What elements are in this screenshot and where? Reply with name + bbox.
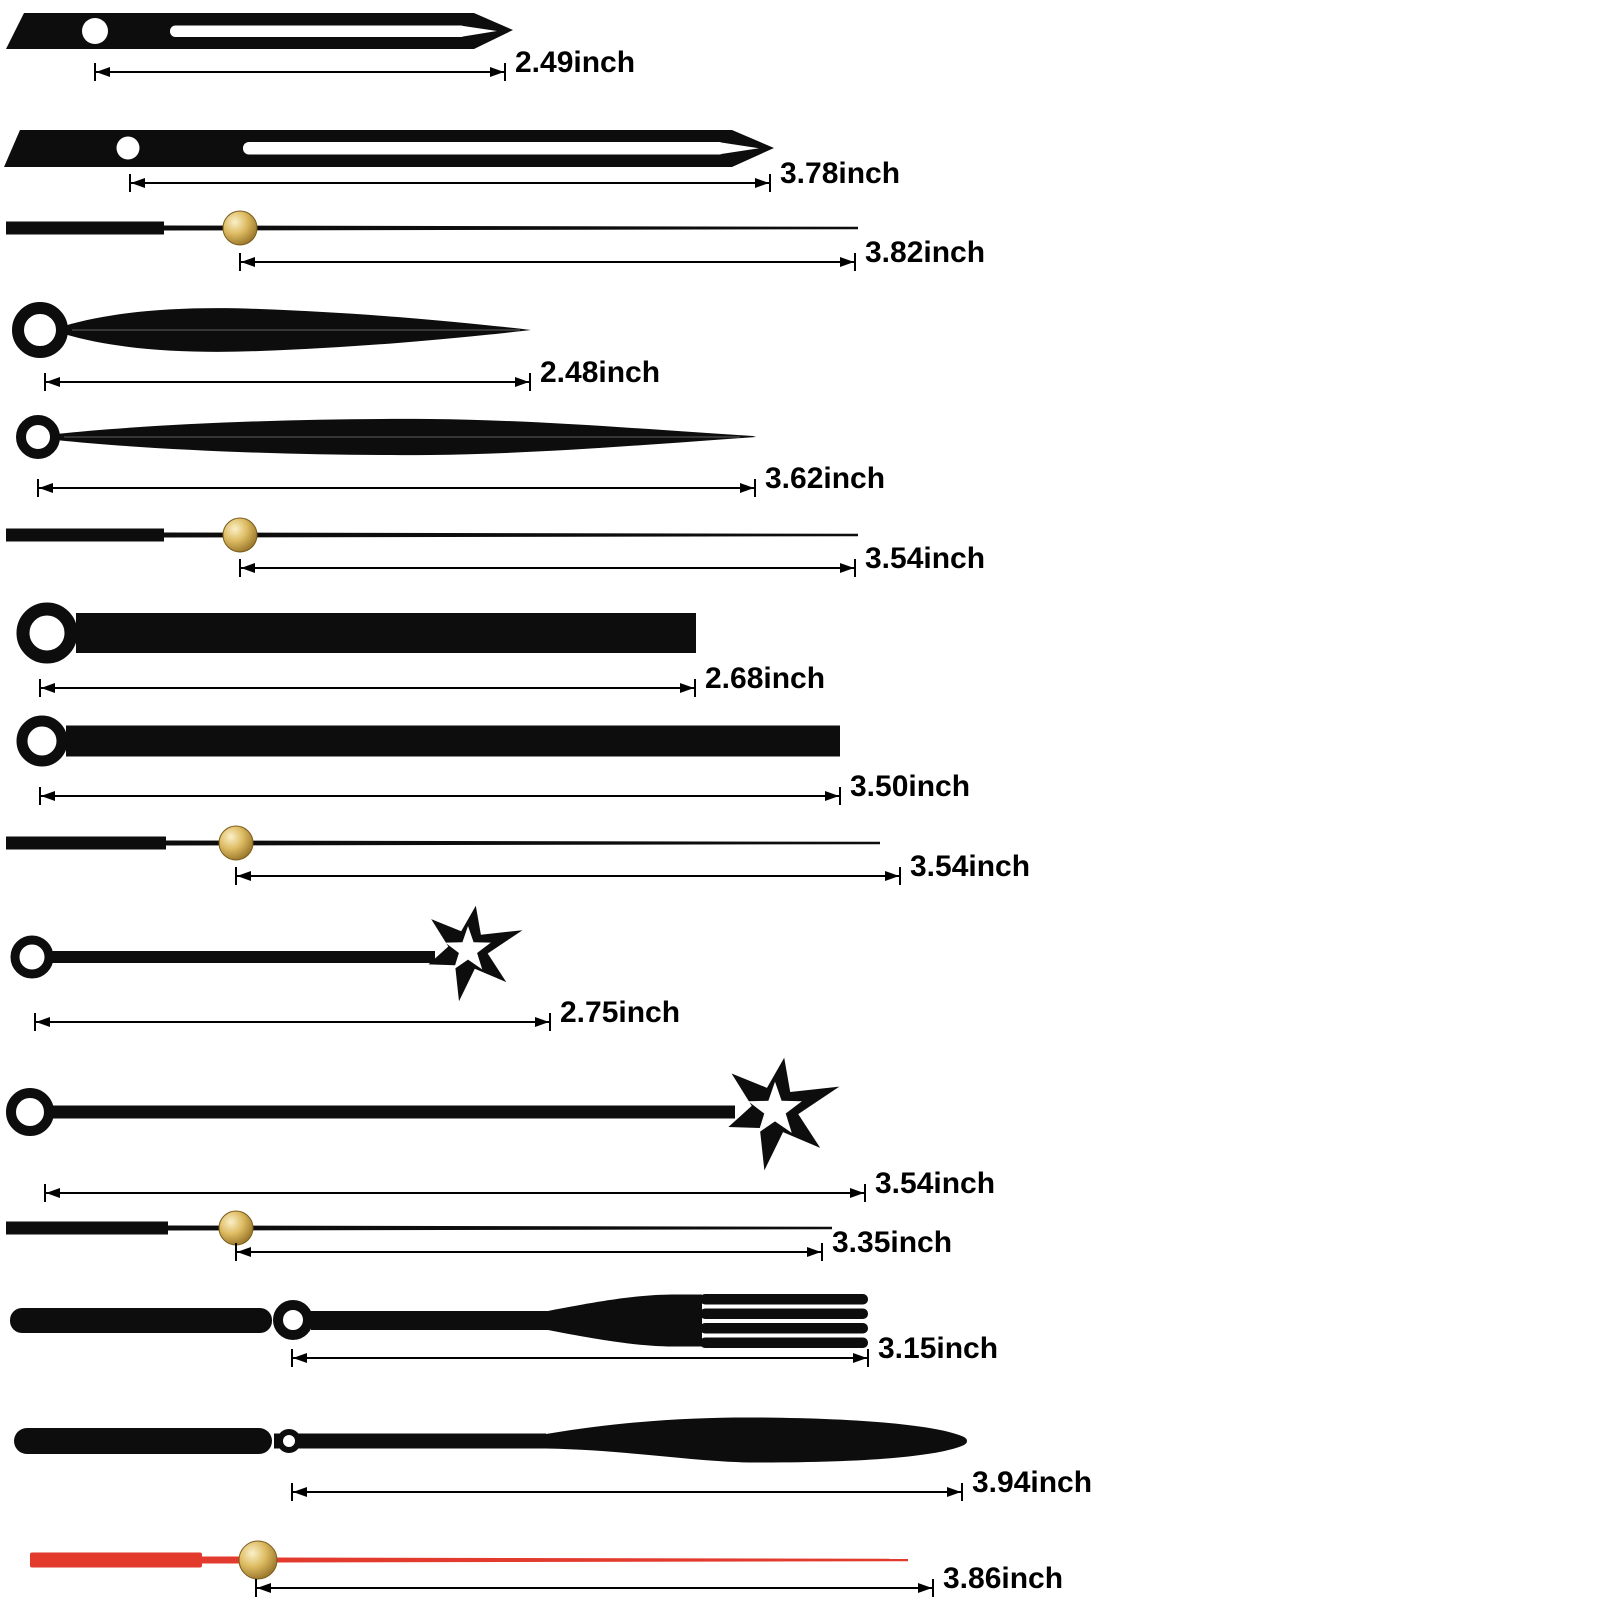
dimension-line-6 (239, 559, 856, 577)
hour-hand-leaf-image (12, 302, 531, 358)
measurement-label-3: 3.82inch (865, 236, 986, 269)
minute-hand-bar-image (16, 715, 840, 767)
dimension-line-15 (255, 1579, 934, 1597)
dimension-line-1 (94, 63, 506, 81)
measurement-label-13: 3.15inch (878, 1332, 999, 1365)
measurement-label-2: 3.78inch (780, 157, 901, 190)
measurement-label-1: 2.49inch (515, 46, 636, 79)
dimension-line-7 (39, 679, 696, 697)
dimension-line-11 (44, 1184, 866, 1202)
brass-hub (218, 825, 254, 861)
brass-hub (222, 210, 258, 246)
hour-hand-bar-image (16, 602, 696, 664)
measurement-label-6: 3.54inch (865, 542, 986, 575)
measurement-label-10: 2.75inch (560, 996, 681, 1029)
measurement-label-4: 2.48inch (540, 356, 661, 389)
measurement-label-8: 3.50inch (850, 770, 971, 803)
dimension-line-13 (291, 1349, 869, 1367)
dimension-line-3 (239, 253, 856, 271)
dimension-line-8 (39, 787, 841, 805)
measurement-label-11: 3.54inch (875, 1167, 996, 1200)
dimension-line-12 (235, 1243, 823, 1261)
knife-hand-image (14, 1417, 967, 1463)
minute-hand-slotted-image (4, 130, 774, 167)
measurement-label-9: 3.54inch (910, 850, 1031, 883)
dimension-line-2 (129, 174, 771, 192)
red-second-hand-image (30, 1540, 908, 1580)
second-hand-image-4 (6, 1210, 832, 1246)
dimension-line-5 (37, 479, 756, 497)
fork-hand-image (10, 1294, 868, 1348)
second-hand-image-2 (6, 517, 858, 553)
measurement-label-14: 3.94inch (972, 1466, 1093, 1499)
measurement-label-7: 2.68inch (705, 662, 826, 695)
brass-hub (222, 517, 258, 553)
measurement-label-5: 3.62inch (765, 462, 886, 495)
dimension-line-10 (34, 1013, 551, 1031)
hour-hand-slotted-image (6, 13, 513, 49)
dimension-line-14 (291, 1483, 963, 1501)
dimension-line-9 (235, 867, 901, 885)
minute-hand-leaf-image (16, 415, 756, 459)
second-hand-image-3 (6, 825, 880, 861)
brass-hub (238, 1540, 278, 1580)
brass-hub (218, 1210, 254, 1246)
dimension-line-4 (44, 373, 531, 391)
hour-hand-star-image (10, 905, 523, 1002)
measurement-label-15: 3.86inch (943, 1562, 1064, 1595)
second-hand-image-1 (6, 210, 858, 246)
measurement-label-12: 3.35inch (832, 1226, 953, 1259)
minute-hand-star-image (6, 1057, 840, 1171)
